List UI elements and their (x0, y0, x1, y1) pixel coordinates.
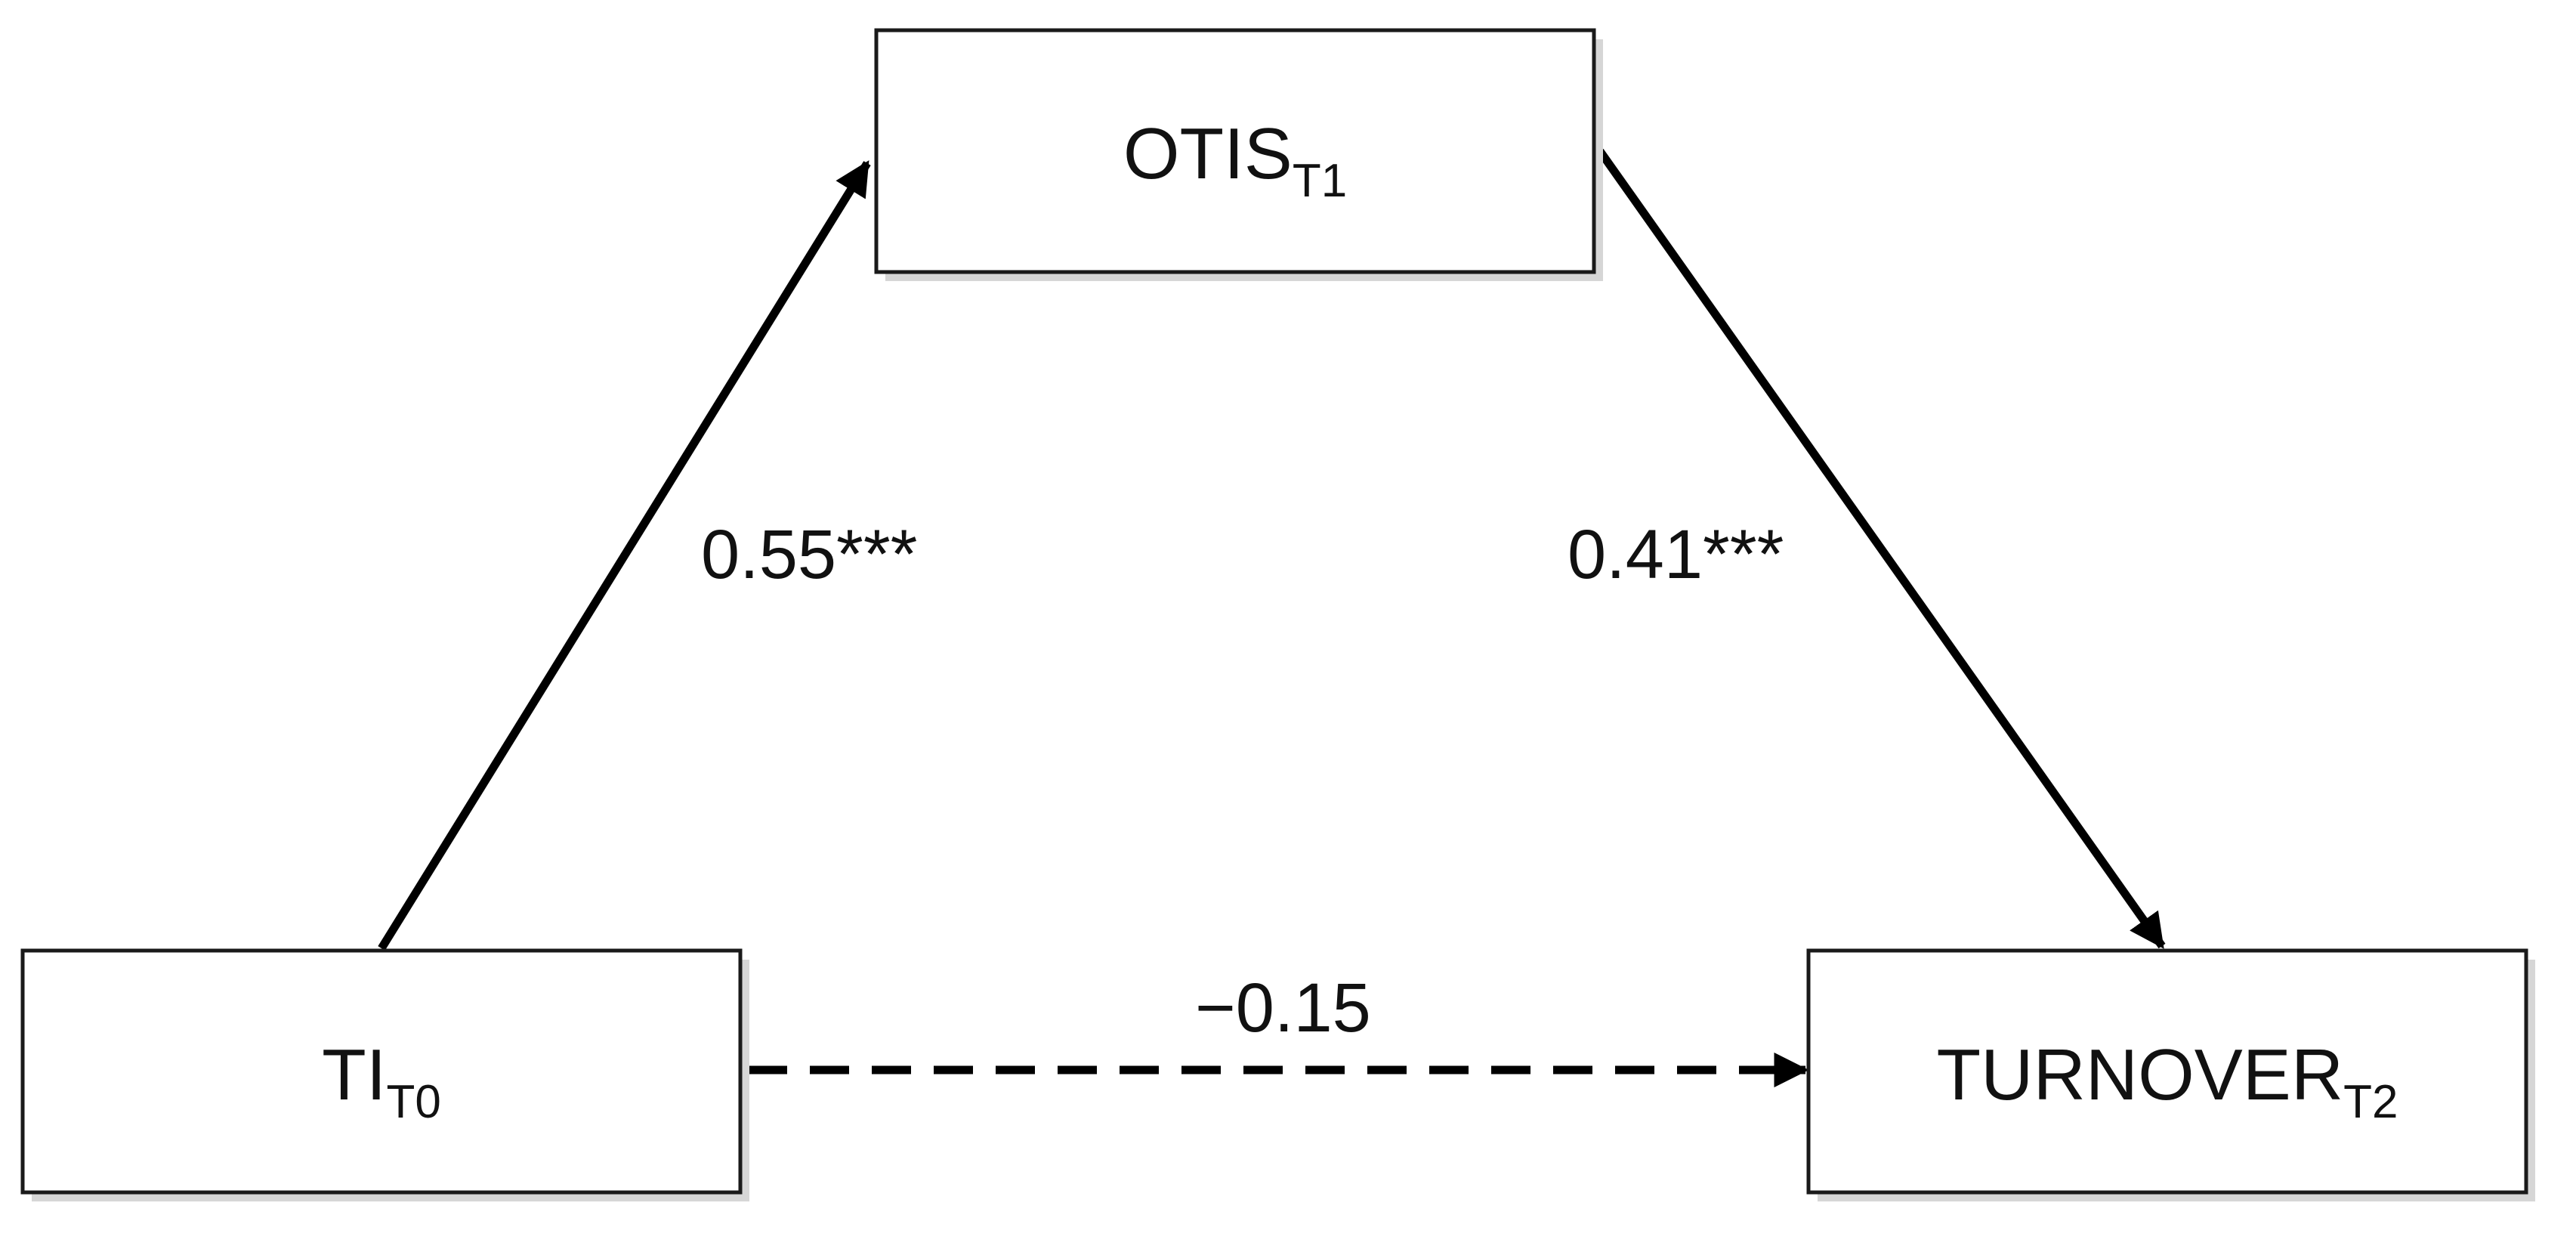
node-ti: TIT0 (20, 948, 749, 1201)
node-otis-box (874, 28, 1596, 274)
node-otis-main: OTIS (1123, 113, 1293, 194)
node-turnover-box (1806, 948, 2528, 1195)
node-turnover-main: TURNOVER (1936, 1034, 2343, 1115)
node-otis-label: OTIST1 (1123, 113, 1347, 207)
edge-otis-to-turnover (1596, 148, 2166, 949)
node-turnover-label: TURNOVERT2 (1936, 1034, 2398, 1128)
node-ti-label: TIT0 (322, 1034, 441, 1128)
edge-ti-to-otis (378, 160, 871, 951)
node-otis-subscript: T1 (1293, 155, 1347, 207)
edge-label-ti-to-otis: 0.55*** (701, 516, 917, 593)
node-ti-main: TI (322, 1034, 386, 1115)
node-otis: OTIST1 (874, 28, 1603, 281)
node-turnover: TURNOVERT2 (1806, 948, 2535, 1201)
node-ti-box (20, 948, 743, 1195)
edge-label-ti-to-turnover: −0.15 (1195, 969, 1371, 1047)
node-turnover-subscript: T2 (2343, 1076, 2398, 1128)
node-ti-subscript: T0 (386, 1076, 440, 1128)
edge-label-otis-to-turnover: 0.41*** (1568, 516, 1784, 593)
